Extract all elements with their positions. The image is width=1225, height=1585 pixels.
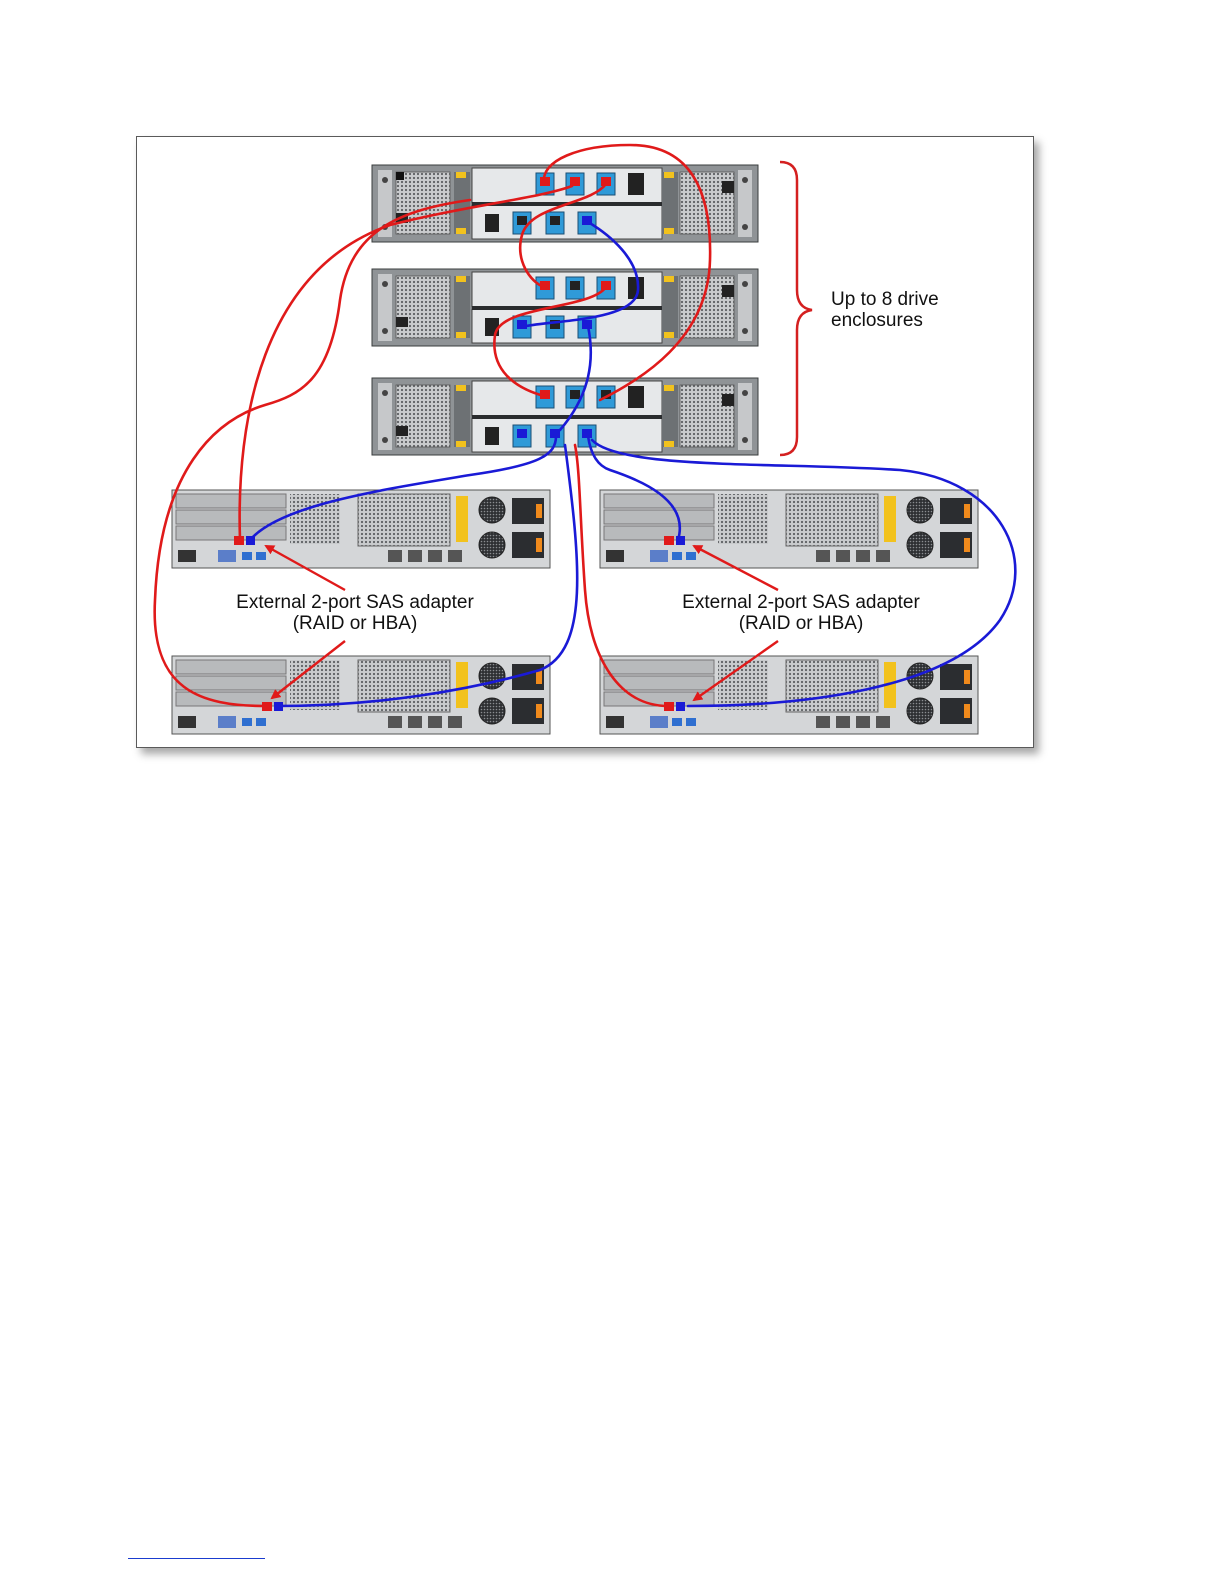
footnote-rule [128, 1558, 265, 1559]
enclosures-label-line2: enclosures [831, 310, 939, 331]
adapter-label-right-line2: (RAID or HBA) [661, 613, 941, 634]
adapter-label-left: External 2-port SAS adapter (RAID or HBA… [215, 592, 495, 634]
enclosures-label-line1: Up to 8 drive [831, 289, 939, 310]
server-bottom-left [172, 656, 550, 734]
server-top-left [172, 490, 550, 568]
server-bottom-right [600, 656, 978, 734]
adapter-label-left-line2: (RAID or HBA) [215, 613, 495, 634]
enclosures-label: Up to 8 drive enclosures [831, 289, 939, 331]
drive-enclosure-3 [372, 378, 758, 455]
adapter-label-left-line1: External 2-port SAS adapter [215, 592, 495, 613]
adapter-label-right-line1: External 2-port SAS adapter [661, 592, 941, 613]
adapter-label-right: External 2-port SAS adapter (RAID or HBA… [661, 592, 941, 634]
enclosures-brace [780, 162, 812, 455]
server-top-right [600, 490, 978, 568]
